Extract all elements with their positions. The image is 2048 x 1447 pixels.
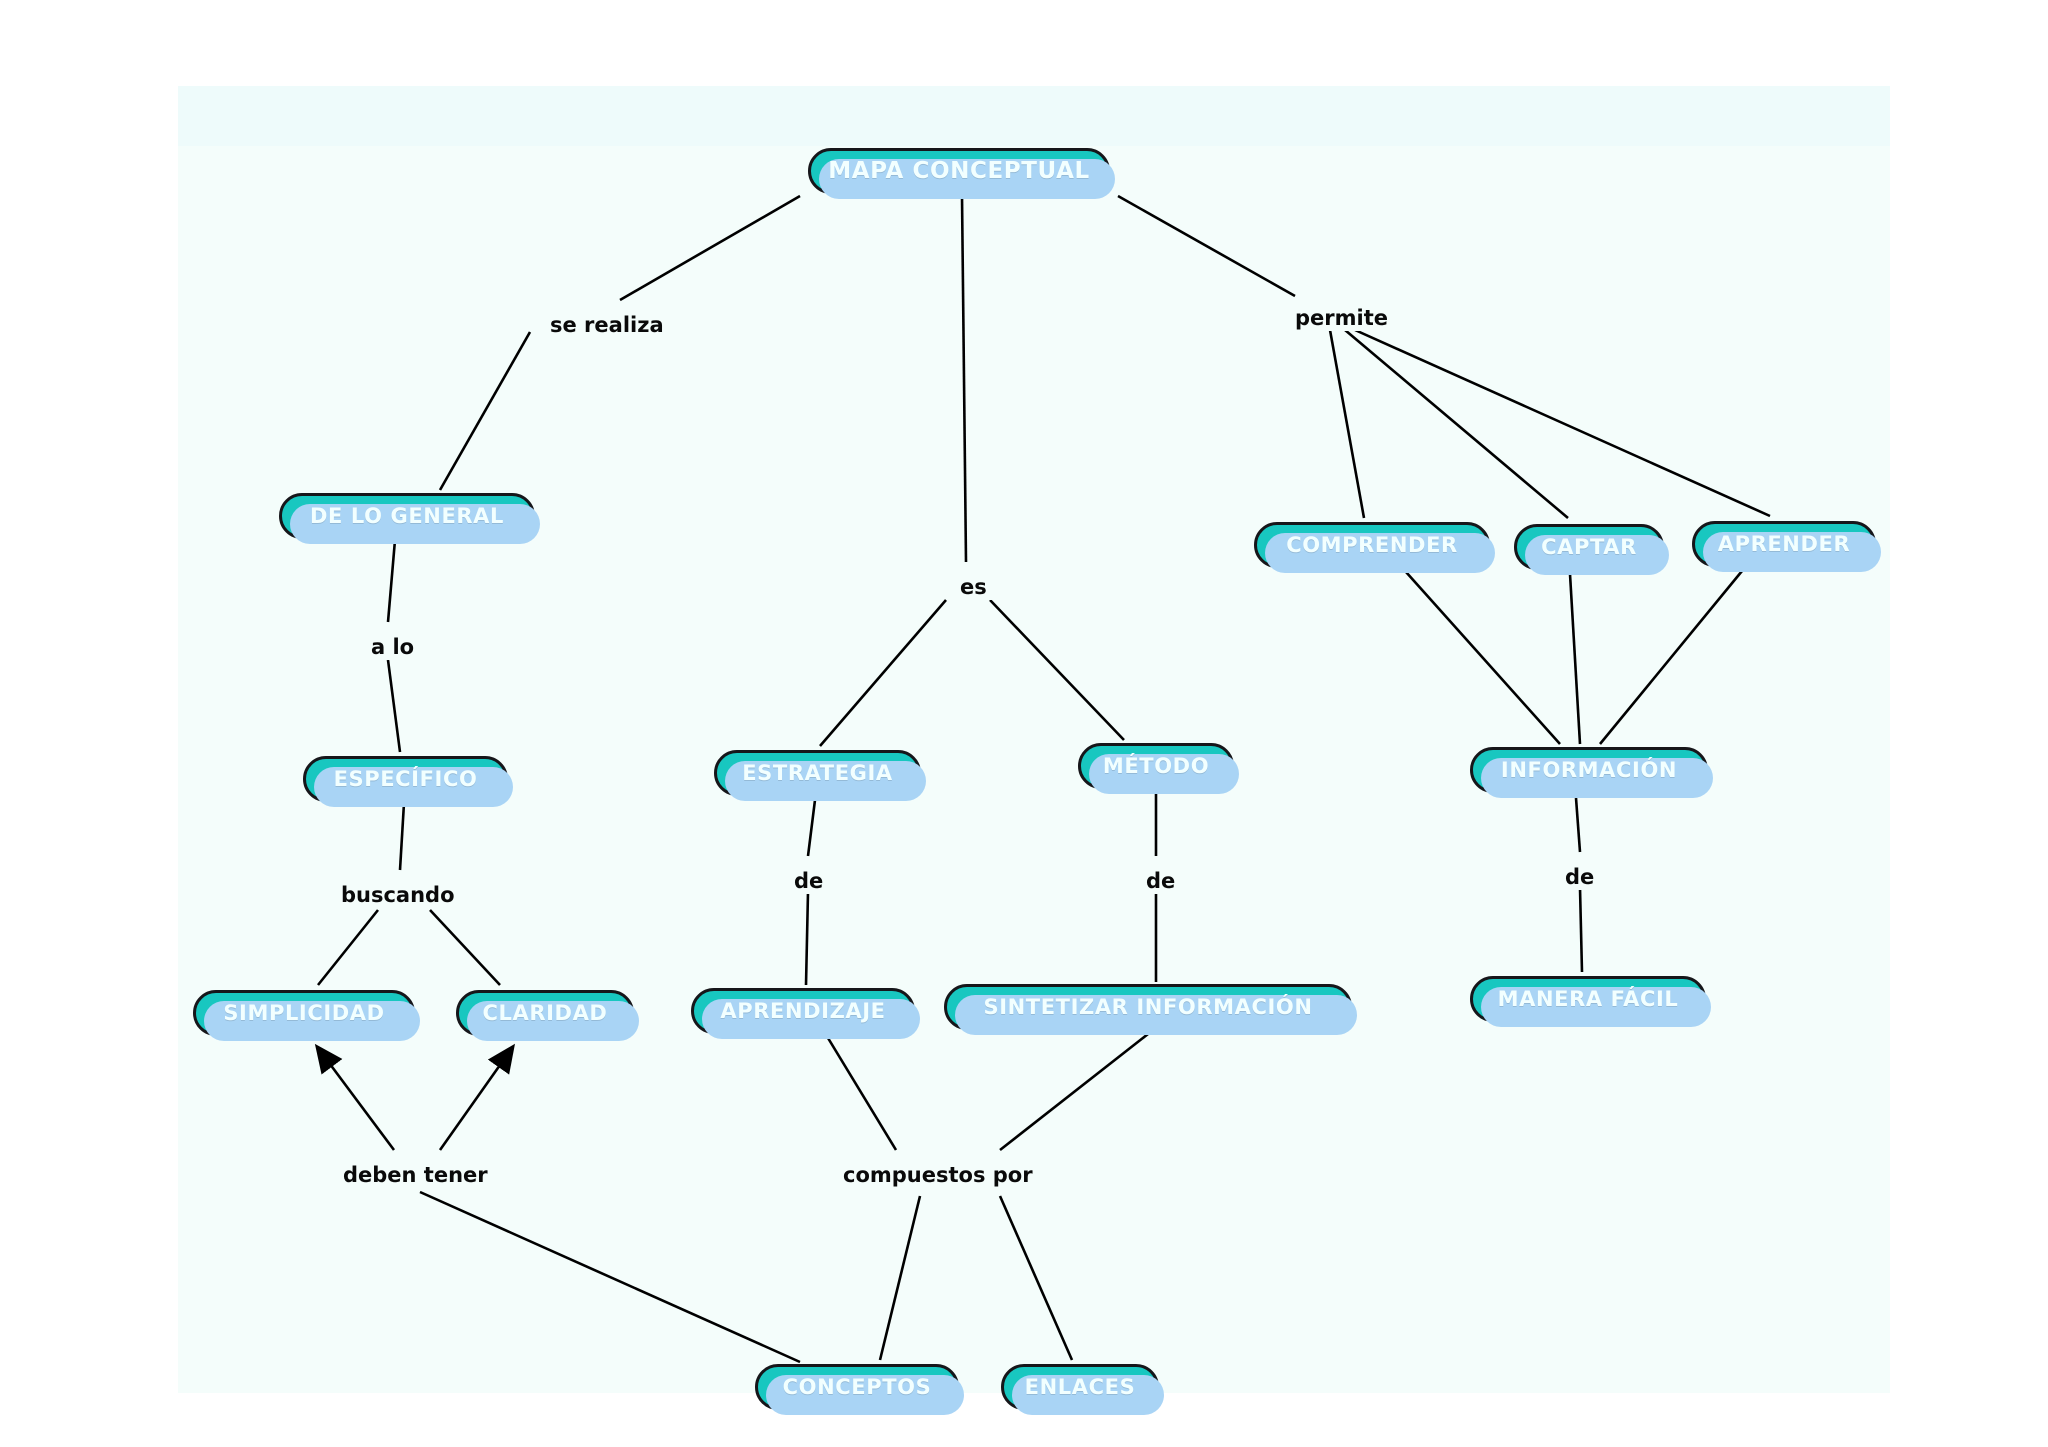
edge-captar-informacion: [1568, 573, 1582, 745]
edge-label-se-realiza: se realiza: [545, 312, 669, 338]
node-sintetizar[interactable]: SINTETIZAR INFORMACIÓN: [944, 984, 1357, 1035]
node-especifico[interactable]: ESPECÍFICO: [303, 756, 513, 807]
edge-permite-aprender: [1354, 328, 1771, 518]
edge-compuestos-conceptos: [878, 1195, 922, 1361]
edge-label-buscando: buscando: [336, 882, 460, 908]
node-general[interactable]: DE LO GENERAL: [279, 493, 540, 544]
edge-de-manerafacil: [1578, 887, 1584, 973]
edge-deben-tener-claridad: [438, 1043, 515, 1151]
node-captar[interactable]: CAPTAR: [1514, 524, 1669, 575]
edge-permite-captar: [1344, 329, 1569, 519]
edge-se-realiza-general: [438, 331, 532, 491]
edge-label-de-metodo: de: [1141, 868, 1181, 894]
node-enlaces[interactable]: ENLACES: [1001, 1364, 1164, 1415]
edge-permite-comprender: [1328, 329, 1366, 519]
node-aprender[interactable]: APRENDER: [1692, 521, 1881, 572]
node-aprendizaje[interactable]: APRENDIZAJE: [691, 988, 920, 1039]
edge-deben-tener-simplicidad: [314, 1043, 396, 1151]
edge-de-aprendizaje: [804, 891, 810, 986]
edge-informacion-de: [1574, 797, 1582, 853]
edge-aprendizaje-compuestos: [826, 1037, 898, 1151]
node-simplicidad[interactable]: SIMPLICIDAD: [193, 990, 420, 1041]
node-conceptos[interactable]: CONCEPTOS: [755, 1364, 964, 1415]
edge-label-compuestos-por: compuestos por: [838, 1162, 1038, 1188]
edge-especifico-buscando: [398, 802, 406, 871]
edge-comprender-informacion: [1405, 571, 1561, 745]
edge-mapa-es: [960, 195, 968, 563]
node-estrategia[interactable]: ESTRATEGIA: [714, 750, 926, 801]
edge-label-a-lo: a lo: [366, 634, 420, 660]
canvas-top-band: [178, 86, 1890, 146]
edge-label-de-estrategia: de: [789, 868, 829, 894]
edge-a-lo-especifico: [386, 659, 402, 753]
node-manerafacil[interactable]: MANERA FÁCIL: [1470, 976, 1711, 1027]
edge-label-deben-tener: deben tener: [338, 1162, 493, 1188]
edge-es-estrategia: [819, 599, 947, 747]
edge-sintetizar-compuestos: [999, 1032, 1149, 1152]
edge-es-metodo: [989, 599, 1125, 741]
edge-aprender-informacion: [1598, 570, 1744, 745]
edge-label-de-informacion: de: [1560, 864, 1600, 890]
edge-general-a-lo: [386, 539, 397, 623]
edge-buscando-simplicidad: [316, 909, 380, 986]
edge-compuestos-enlaces: [998, 1195, 1074, 1361]
node-claridad[interactable]: CLARIDAD: [456, 990, 639, 1041]
edge-estrategia-de: [806, 799, 817, 857]
edge-label-es: es: [955, 574, 992, 600]
edge-label-permite: permite: [1290, 305, 1393, 331]
node-metodo[interactable]: MÉTODO: [1078, 743, 1239, 794]
edge-mapa-se-realiza: [619, 194, 801, 302]
edge-mapa-permite: [1117, 194, 1296, 298]
node-informacion[interactable]: INFORMACIÓN: [1470, 747, 1713, 798]
edge-buscando-claridad: [429, 909, 501, 986]
node-comprender[interactable]: COMPRENDER: [1254, 522, 1495, 573]
node-mapa[interactable]: MAPA CONCEPTUAL: [808, 148, 1115, 199]
edge-deben-tener-conceptos: [419, 1190, 801, 1364]
